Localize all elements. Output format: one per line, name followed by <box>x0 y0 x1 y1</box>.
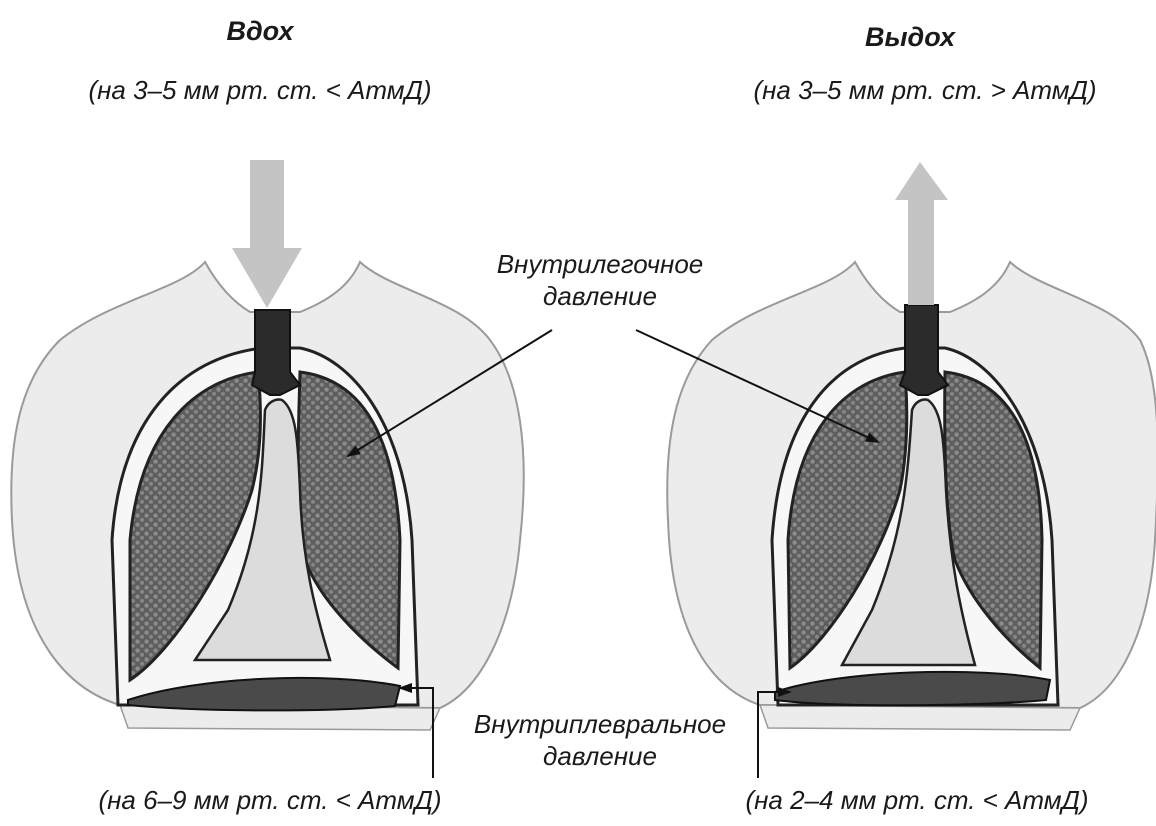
inhale-figure <box>11 160 523 730</box>
exhale-air-arrow <box>895 162 948 305</box>
exhale-title: Выдох <box>840 22 980 53</box>
inhale-air-arrow <box>232 160 302 308</box>
inhale-top-pressure: (на 3–5 мм рт. ст. < АтмД) <box>20 76 500 106</box>
exhale-bottom-pressure: (на 2–4 мм рт. ст. < АтмД) <box>682 786 1152 816</box>
exhale-top-pressure: (на 3–5 мм рт. ст. > АтмД) <box>690 76 1156 106</box>
intrapleural-label-line1: Внутриплевральное <box>440 710 760 740</box>
intrapulmonary-label-line1: Внутрилегочное <box>450 250 750 280</box>
intrapulmonary-label-line2: давление <box>450 282 750 312</box>
inhale-bottom-pressure: (на 6–9 мм рт. ст. < АтмД) <box>30 786 510 816</box>
exhale-figure <box>667 162 1156 730</box>
inhale-title: Вдох <box>210 16 310 47</box>
intrapleural-label-line2: давление <box>440 742 760 772</box>
